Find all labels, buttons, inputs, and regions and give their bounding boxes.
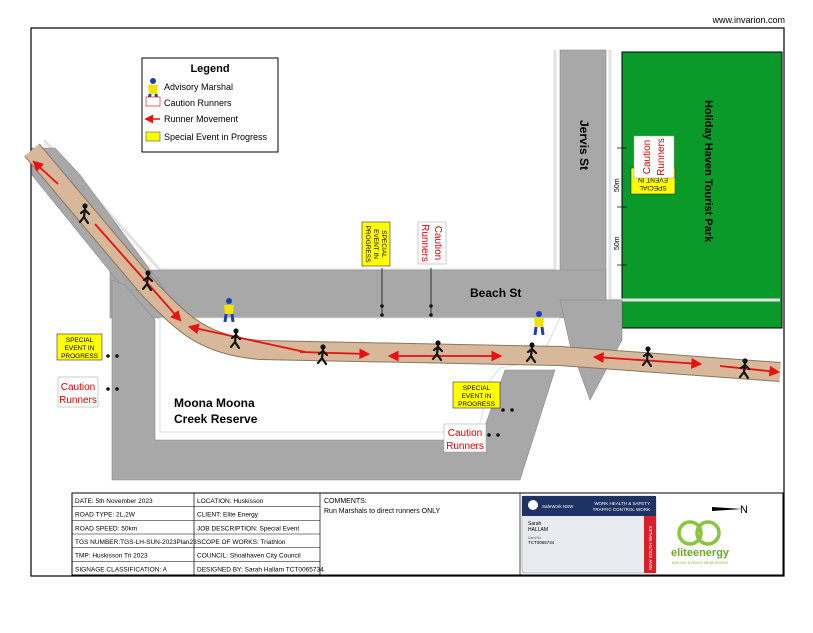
legend-item-caution: Caution Runners: [164, 98, 232, 108]
card-agency: SafeWork NSW: [542, 504, 574, 509]
runner-movement-arrows: [32, 160, 781, 377]
comments-title: COMMENTS:: [324, 498, 367, 505]
distance-50m-upper: 50m: [614, 178, 621, 192]
caution-runners-sign-icon: [145, 96, 161, 107]
north-arrow-icon: [712, 507, 742, 511]
legend-item-special: Special Event in Progress: [164, 132, 268, 142]
arrow-se: [94, 223, 182, 322]
svg-text:Runners: Runners: [446, 441, 484, 452]
tb-col2-2: JOB DESCRIPTION: Special Event: [197, 525, 299, 532]
tb-col1-2: ROAD SPEED: 50km: [75, 525, 137, 532]
holiday-park-label: Holiday Haven Tourist Park: [702, 100, 714, 243]
svg-text:Runners: Runners: [656, 138, 667, 176]
svg-text:PROGRESS: PROGRESS: [61, 353, 99, 360]
tb-col1-5: SIGNAGE CLASSIFICATION: A: [75, 566, 168, 573]
svg-text:SPECIAL: SPECIAL: [380, 230, 387, 258]
svg-text:Caution: Caution: [61, 382, 95, 393]
tb-col2-4: COUNCIL: Shoalhaven City Council: [197, 553, 301, 560]
tb-col1-4: TMP: Huskisson Tri 2023: [75, 553, 148, 560]
arrow-west: [187, 323, 306, 353]
logo-tagline: MAKING EVENTS MEMORABLE: [672, 561, 729, 565]
distance-50m-lower: 50m: [614, 236, 621, 250]
svg-text:SPECIAL: SPECIAL: [639, 184, 667, 191]
svg-text:Runners: Runners: [419, 224, 430, 262]
tb-col1-3: TGS NUMBER:TGS-LH-SUN-2023Plan23: [75, 539, 197, 546]
svg-text:SPECIAL: SPECIAL: [66, 337, 94, 344]
svg-text:Caution: Caution: [432, 226, 443, 260]
svg-text:EVENT IN: EVENT IN: [65, 345, 95, 352]
tb-col2-3: SCOPE OF WORKS: Triathlon: [197, 539, 286, 546]
svg-text:EVENT IN: EVENT IN: [372, 229, 379, 259]
svg-text:EVENT IN: EVENT IN: [638, 176, 668, 183]
special-event-sign: SPECIAL EVENT IN PROGRESS: [56, 333, 103, 361]
card-heading-line2: TRAFFIC CONTROL WORK: [593, 507, 650, 512]
legend-item-movement: Runner Movement: [164, 114, 239, 124]
caution-runners-sign: Caution Runners: [633, 135, 675, 179]
legend-item-marshal: Advisory Marshal: [164, 82, 233, 92]
comments-text: Run Marshals to direct runners ONLY: [324, 508, 441, 515]
special-event-sign: SPECIAL EVENT IN PROGRESS: [361, 221, 391, 267]
north-arrow: N: [712, 504, 748, 516]
jervis-st-road: [559, 49, 607, 311]
reserve-label-line1: Moona Moona: [174, 396, 255, 410]
jervis-st-label: Jervis St: [577, 120, 591, 170]
nsw-logo-icon: [528, 500, 538, 510]
traffic-control-card: SafeWork NSW WORK HEALTH & SAFETY TRAFFI…: [521, 495, 657, 574]
logo-name: eliteenergy: [671, 547, 730, 559]
site-url: www.invarion.com: [711, 15, 785, 25]
svg-text:Runners: Runners: [59, 395, 97, 406]
card-number: TCT0065734: [528, 540, 555, 545]
caution-runners-sign: Caution Runners: [57, 376, 99, 408]
tb-col1-1: ROAD TYPE: 2L,2W: [75, 512, 136, 519]
caution-runners-sign: Caution Runners: [417, 221, 447, 265]
caution-runners-sign: Caution Runners: [443, 423, 487, 453]
card-state: NEW SOUTH WALES: [648, 526, 653, 570]
card-name-line2: HALLAM: [528, 527, 548, 533]
special-event-sign: SPECIAL EVENT IN PROGRESS: [452, 381, 501, 409]
reserve-label-line2: Creek Reserve: [174, 412, 258, 426]
svg-text:PROGRESS: PROGRESS: [458, 401, 496, 408]
card-name-line1: Sarah: [528, 521, 542, 527]
arrow-east-1: [299, 348, 371, 360]
sign-post-lines: [381, 268, 432, 316]
special-event-sign-icon: [145, 131, 161, 142]
card-number-label: Card No: [528, 536, 541, 540]
svg-text:Caution: Caution: [448, 428, 482, 439]
elite-energy-logo: eliteenergy MAKING EVENTS MEMORABLE: [671, 520, 730, 565]
tb-col1-0: DATE: 5th November 2023: [75, 498, 153, 505]
svg-text:PROGRESS: PROGRESS: [364, 226, 371, 264]
svg-text:SPECIAL: SPECIAL: [463, 385, 491, 392]
arrow-nw: [32, 160, 59, 185]
svg-text:EVENT IN: EVENT IN: [462, 393, 492, 400]
tb-col2-5: DESIGNED BY: Sarah Hallam TCT0065734: [197, 566, 324, 573]
sign-posts: [106, 304, 514, 437]
beach-st-label: Beach St: [470, 286, 521, 300]
distance-markers: [617, 147, 627, 266]
svg-text:Caution: Caution: [642, 140, 653, 174]
north-label: N: [740, 504, 748, 516]
beach-st-road: [109, 269, 621, 319]
tb-col2-1: CLIENT: Elite Energy: [197, 512, 259, 519]
card-heading-line1: WORK HEALTH & SAFETY: [594, 501, 650, 506]
logo-mark-icon: [677, 520, 703, 546]
tb-col2-0: LOCATION: Huskisson: [197, 498, 264, 505]
legend-title: Legend: [190, 63, 229, 75]
legend: Legend Advisory Marshal Caution Runners …: [141, 57, 279, 153]
